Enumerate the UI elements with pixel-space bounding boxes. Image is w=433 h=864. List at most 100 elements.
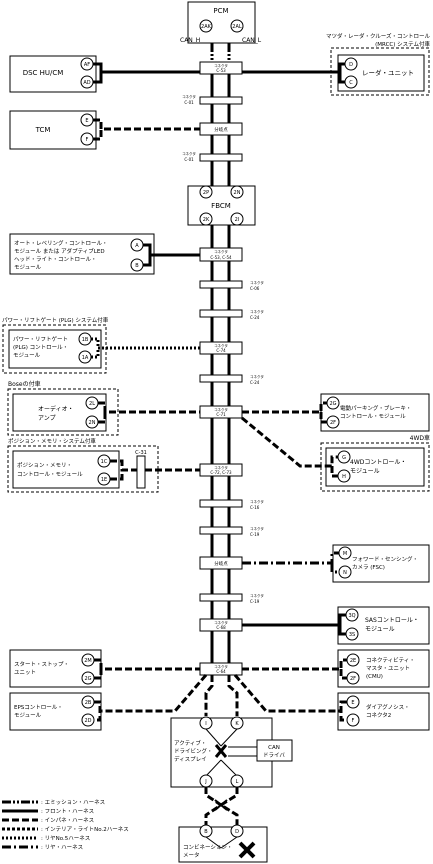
svg-text:2P: 2P	[203, 190, 209, 196]
connector-c19-upper: コネクタ C-19	[199, 526, 264, 537]
svg-text:ポジション・メモリ・: ポジション・メモリ・	[17, 462, 72, 469]
start-stop-unit: スタート・ストップ・ ユニット 2M 2G	[9, 649, 200, 688]
svg-text:H: H	[342, 474, 346, 480]
connector-c68: コネクタ C-68	[199, 618, 243, 632]
svg-text:ユニット: ユニット	[14, 669, 36, 676]
svg-text:1A: 1A	[82, 355, 89, 361]
bose-audio-amp: Boseの付車 オーディオ・ アンプ 2L 2N	[7, 380, 200, 436]
svg-text:オート・レベリング・コントロール・: オート・レベリング・コントロール・	[14, 239, 108, 247]
svg-text:C-74: C-74	[216, 348, 226, 353]
svg-text:J: J	[204, 779, 206, 785]
svg-text:フォワード・センシング・: フォワード・センシング・	[352, 555, 418, 563]
svg-text:C-19: C-19	[250, 532, 260, 537]
svg-text:コントロール・モジュール: コントロール・モジュール	[17, 471, 83, 478]
svg-text:B: B	[135, 263, 139, 269]
svg-text:2F: 2F	[330, 420, 336, 426]
connector-c19-lower: コネクタ C-19	[199, 593, 264, 604]
svg-text:Boseの付車: Boseの付車	[8, 380, 41, 388]
svg-text:コネクタ: コネクタ	[250, 309, 264, 314]
svg-text:M: M	[343, 551, 347, 557]
connector-c06: コネクタ C-06	[199, 280, 264, 291]
svg-text:1C: 1C	[101, 459, 108, 465]
svg-text:: フロント・ハーネス: : フロント・ハーネス	[41, 808, 94, 815]
svg-text:モジュール または アダプティブLED: モジュール または アダプティブLED	[14, 247, 105, 255]
svg-text:ドライバ: ドライバ	[263, 752, 285, 759]
svg-text:4WDコントロール・: 4WDコントロール・	[350, 459, 406, 466]
headlight-leveling-module: オート・レベリング・コントロール・ モジュール または アダプティブLED ヘッ…	[9, 233, 200, 275]
x-mark-icon	[214, 744, 228, 758]
svg-text:分岐点: 分岐点	[214, 126, 228, 133]
svg-text:: インテリア・ライトNo.2ハーネス: : インテリア・ライトNo.2ハーネス	[41, 826, 129, 833]
svg-text:C-71: C-71	[216, 412, 226, 417]
svg-text:4WD車: 4WD車	[410, 434, 430, 442]
svg-text:ディスプレイ: ディスプレイ	[174, 755, 207, 763]
connector-c01-lower: コネクタ C-01	[182, 151, 243, 162]
svg-text:C-06: C-06	[250, 286, 260, 291]
combination-meter: B D コンビネーション・ メータ	[178, 824, 268, 863]
svg-text:2N: 2N	[234, 190, 241, 196]
svg-text:モジュール: モジュール	[14, 712, 42, 719]
pcm-pin-2ak: 2AK	[201, 24, 212, 30]
svg-text:コネクタ: コネクタ	[214, 343, 228, 348]
svg-text:コネクタ: コネクタ	[250, 593, 264, 598]
svg-text:コネクタ: コネクタ	[250, 374, 264, 379]
svg-text:C-72, C-73: C-72, C-73	[210, 470, 232, 475]
svg-text:I: I	[205, 721, 206, 727]
connector-c64: コネクタ C-64	[199, 662, 243, 676]
svg-text:分岐点: 分岐点	[214, 560, 228, 567]
svg-text:レーダ・ユニット: レーダ・ユニット	[362, 68, 414, 77]
svg-text:2I: 2I	[235, 217, 240, 223]
svg-text:ポジション・メモリ・システム付車: ポジション・メモリ・システム付車	[8, 437, 96, 445]
connector-c71: コネクタ C-71	[199, 405, 243, 419]
harness-legend: : エミッション・ハーネス : フロント・ハーネス : インパネ・ハーネス : …	[2, 799, 129, 851]
electric-parking-brake-module: 電動パーキング・ブレーキ・ コントロール・モジュール 2G 2F	[242, 393, 430, 432]
connector-c16: コネクタ C-16	[199, 499, 264, 510]
fbcm-module: FBCM 2P 2N 2K 2I	[187, 185, 256, 226]
sas-control-module: SASコントロール・ モジュール 3Q 3S	[242, 606, 430, 645]
svg-text:2B: 2B	[85, 700, 92, 706]
svg-text:パワー・リフトゲート: パワー・リフトゲート	[13, 335, 68, 343]
svg-text:コネクタ: コネクタ	[214, 63, 228, 68]
svg-text:コンビネーション・: コンビネーション・	[183, 843, 232, 851]
svg-text:D: D	[235, 829, 239, 835]
svg-text:C-19: C-19	[250, 599, 260, 604]
svg-text:3S: 3S	[349, 632, 355, 638]
svg-text:(PLG) コントロール・: (PLG) コントロール・	[13, 344, 68, 351]
power-liftgate-module: パワー・リフトゲート (PLG) システム付車 パワー・リフトゲート (PLG)…	[2, 316, 200, 374]
svg-text:モジュール: モジュール	[14, 264, 42, 271]
active-driving-display: I K アクティブ・ ドライビング・ ディスプレイ CAN ドライバ J L	[170, 675, 293, 788]
svg-text:F: F	[86, 137, 89, 143]
svg-text:2F: 2F	[350, 676, 356, 682]
x-mark-icon	[238, 841, 256, 859]
svg-text:N: N	[343, 570, 347, 576]
svg-text:2N: 2N	[89, 420, 96, 426]
svg-text:K: K	[235, 721, 239, 727]
svg-text:コネクタ2: コネクタ2	[366, 711, 391, 719]
svg-text:FBCM: FBCM	[211, 202, 231, 210]
can-l-label: CAN_L	[242, 37, 262, 44]
mrcc-radar-unit: マツダ・レーダ・クルーズ・コントロール (MRCC) システム付車 レーダ・ユニ…	[242, 32, 431, 96]
connectivity-master-unit: コネクティビティ・ マスタ・ユニット (CMU) 2E 2F	[242, 649, 430, 688]
svg-text:ドライビング・: ドライビング・	[174, 747, 213, 755]
svg-text:コネクタ: コネクタ	[214, 465, 228, 470]
svg-text:マスタ・ユニット: マスタ・ユニット	[366, 664, 410, 672]
diagnosis-connector-2: ダイアグノシス・ コネクタ2 E F	[233, 674, 430, 731]
svg-text:C-01: C-01	[184, 100, 194, 105]
svg-text:C-68: C-68	[216, 625, 226, 630]
svg-text:2L: 2L	[89, 401, 95, 407]
dsc-label: DSC HU/CM	[23, 69, 64, 77]
svg-text:CAN: CAN	[268, 745, 280, 751]
svg-text:アンプ: アンプ	[38, 415, 56, 422]
svg-text:E: E	[351, 700, 354, 706]
svg-text:C-31: C-31	[135, 450, 147, 456]
mrcc-system-label: マツダ・レーダ・クルーズ・コントロール	[326, 32, 431, 40]
position-memory-module: ポジション・メモリ・システム付車 ポジション・メモリ・ コントロール・モジュール…	[7, 437, 200, 493]
svg-text:A: A	[135, 243, 139, 249]
svg-text:モジュール: モジュール	[13, 352, 41, 359]
svg-text:L: L	[236, 779, 239, 785]
svg-text:モジュール: モジュール	[350, 468, 380, 475]
svg-text:オーディオ・: オーディオ・	[38, 405, 74, 413]
connector-c74: コネクタ C-74	[199, 341, 243, 355]
svg-text:(MRCC) システム付車: (MRCC) システム付車	[375, 40, 430, 48]
